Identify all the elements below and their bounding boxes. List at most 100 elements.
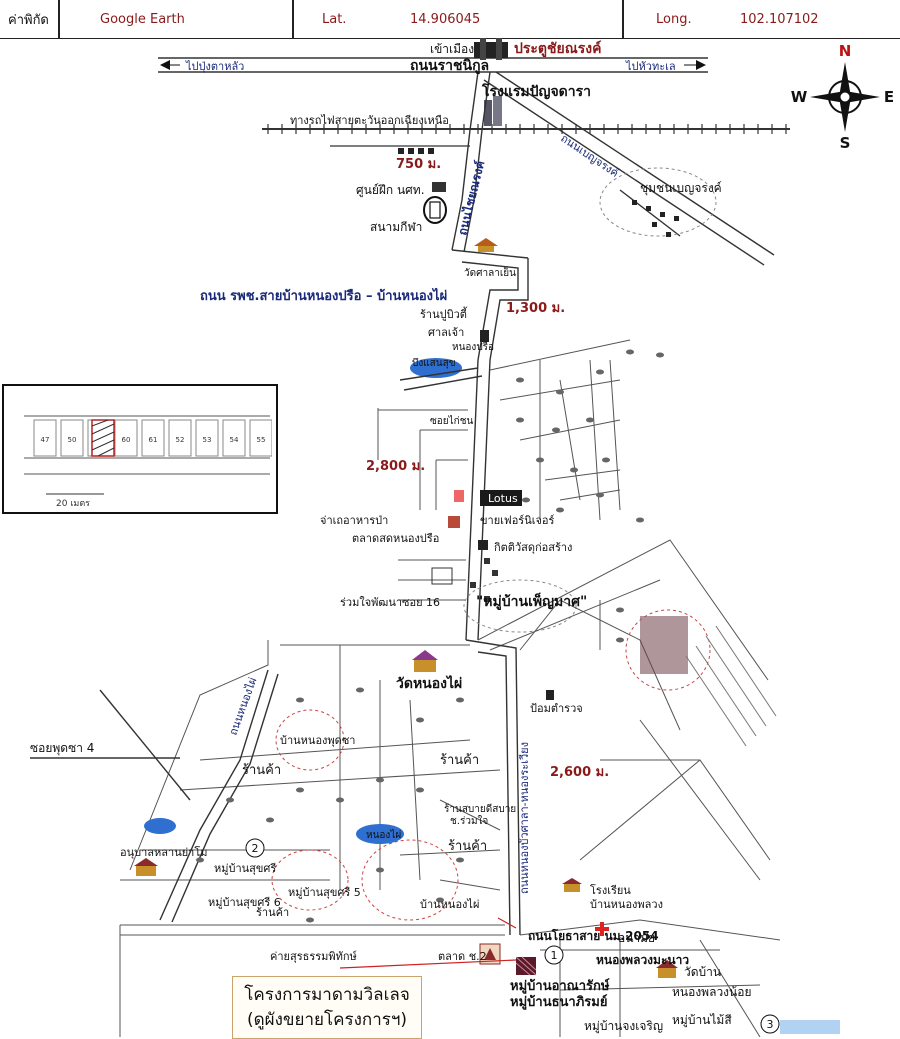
west-road-network (119, 640, 505, 1037)
label-shop2: ร้านค้า (440, 753, 479, 768)
label-road-nongpru: ถนน รพช.สายบ้านหนองปรือ – บ้านหนองไผ่ (200, 287, 447, 304)
nong-phai-village-area (361, 839, 459, 921)
label-arunrak: หมู่บ้านอาณารักษ์ (510, 978, 610, 994)
label-shop-pu: ร้านปูบิวตี้ (420, 306, 468, 321)
community-houses (632, 200, 679, 237)
label-yotha-rd: ถนนโยธาสาย นม.2054 (528, 928, 659, 943)
temple-sala-icon (474, 238, 498, 252)
inset-plot-label: 60 (122, 436, 131, 444)
marker-3: 3 (760, 1014, 780, 1034)
lat-value: 14.906045 (410, 11, 481, 27)
inset-plot (222, 419, 246, 457)
long-value: 102.107102 (740, 11, 819, 27)
direction-arrows (160, 60, 706, 70)
label-thanaphirom: หมู่บ้านธนาภิรมย์ (510, 994, 607, 1010)
west-street-grid (377, 408, 468, 601)
label-wat-sala: วัดศาลาเย็น (464, 265, 516, 279)
label-ratchanikul: ถนนราชนิกูล (410, 58, 489, 74)
inset-plot (60, 419, 84, 457)
inset-plot (33, 419, 57, 457)
label-nong-pru-pond: หนองปรือ (452, 341, 494, 353)
inset-site-plan: 475057606152535455 20 เมตร (2, 384, 278, 514)
inset-plot-label: 52 (176, 436, 185, 444)
inset-plot-label: 61 (149, 436, 158, 444)
school-icon (562, 878, 582, 892)
marker-2: 2 (245, 838, 265, 858)
label-ban-nong-phluang: บ้านหนองพลวง (590, 898, 663, 911)
east-road-network (477, 539, 771, 881)
inset-plot-label: 54 (230, 436, 239, 444)
lotus-store-icon (480, 490, 522, 506)
soi-putcha-road (30, 689, 191, 801)
development-zone (625, 609, 711, 691)
gate-icon (474, 38, 508, 60)
label-nong-phluang-mamuang: หนองพลวงมะนาว (596, 953, 689, 967)
label-sabai: ร้านสบายดีสบาย (444, 803, 516, 815)
label-furniture: ขายเฟอร์นิเจอร์ (480, 514, 555, 527)
project-note: (ดูผังขยายโครงการฯ) (246, 1009, 408, 1030)
temple-south-icon (656, 960, 678, 978)
label-benchachong-road: ถนนเบญจรงค์ (558, 132, 621, 180)
main-south-road (465, 639, 521, 936)
compass-west: W (791, 88, 808, 106)
project-name: โครงการมาดามวิลเลจ (244, 984, 410, 1005)
stadium-icon (423, 196, 447, 224)
inset-plot (141, 419, 165, 457)
health-center-icon (595, 922, 609, 936)
label-sukhree: หมู่บ้านสุขศรี (214, 862, 276, 875)
railway-line (262, 124, 790, 134)
label-construction: กิตติวัสดุก่อสร้าง (494, 541, 573, 554)
label-chaiyanarong: ถนนไชยณรงค์ (454, 159, 487, 237)
label-shrine: ศาลเจ้า (428, 326, 464, 339)
label-shop3: ร้านค้า (448, 839, 487, 854)
inset-scale: 20 เมตร (56, 499, 90, 508)
label-nongpui-rd: ถนนหนองไผ่ (227, 676, 260, 737)
penmas-houses (470, 558, 498, 602)
nongpui-road (159, 669, 279, 923)
project-site-icon (515, 956, 537, 976)
project-pointer-line (339, 959, 517, 969)
penmas-village-area (463, 579, 577, 633)
west-pond (144, 818, 176, 834)
label-jongcharoen: หมู่บ้านจงเจริญ (584, 1019, 663, 1034)
label-ch-ruamjai: ช.ร่วมใจ (450, 815, 488, 827)
label-ban-nong-phai: บ้านหนองไผ่ (420, 898, 479, 911)
compass-south: S (840, 134, 851, 152)
label-lotus: Lotus (488, 492, 518, 505)
kindergarten-icon (134, 858, 158, 876)
label-wat-nongphai: วัดหนองไผ่ (396, 674, 462, 692)
label-hotel: โรงแรมปัญจดารา (481, 82, 591, 100)
label-to-hua-thale: ไปหัวทะเล (625, 60, 676, 73)
label-police: ป้อมตำรวจ (530, 702, 583, 715)
label-d2600: 2,600 ม. (550, 765, 609, 780)
label-benchachong-comm: ชุมชนเบญจรงค์ (640, 181, 722, 196)
inset-plot-label: 55 (257, 436, 266, 444)
label-d750: 750 ม. (396, 157, 441, 172)
compass-north: N (839, 42, 852, 60)
label-stadium: สนามกีฬา (370, 220, 422, 234)
label-railway: ทางรถไฟสายตะวันออกเฉียงเหนือ (290, 114, 449, 127)
label-main-rd: ถนนหนองบัวศาลา-หนองระเวียง (518, 742, 531, 894)
benchachong-community-area (599, 167, 717, 237)
label-nong-mai-see: หมู่บ้านไม้สี (672, 1013, 732, 1028)
label-wat-ban: วัดบ้าน (684, 965, 721, 979)
label-soi-kai: ซอยไก่ชน (430, 415, 474, 427)
training-center-icon (432, 182, 446, 192)
svg-text:1: 1 (551, 949, 558, 962)
south-pond (780, 1020, 840, 1034)
coord-label: ค่าพิกัด (8, 12, 49, 28)
label-sukhree6: หมู่บ้านสุขศรี 6 (208, 896, 281, 909)
nong-phai-pond (356, 824, 404, 844)
label-sukhree5: หมู่บ้านสุขศรี 5 (288, 886, 361, 899)
label-nong-phai-pond: หนองไผ่ (366, 829, 401, 841)
coordinate-header: ค่าพิกัด Google Earth Lat. 14.906045 Lon… (0, 0, 900, 39)
label-market-ch2: ตลาด ช.2 (438, 950, 487, 963)
hotel-icon (484, 96, 502, 126)
police-icon (546, 690, 554, 700)
label-market-np: ตลาดสดหนองปรือ (352, 532, 439, 545)
label-kindergarten: อนุบาลหลานย่าโม (120, 845, 208, 859)
inset-plot (168, 419, 192, 457)
label-shop1: ร้านค้า (242, 763, 281, 778)
tree-marks (196, 349, 664, 923)
